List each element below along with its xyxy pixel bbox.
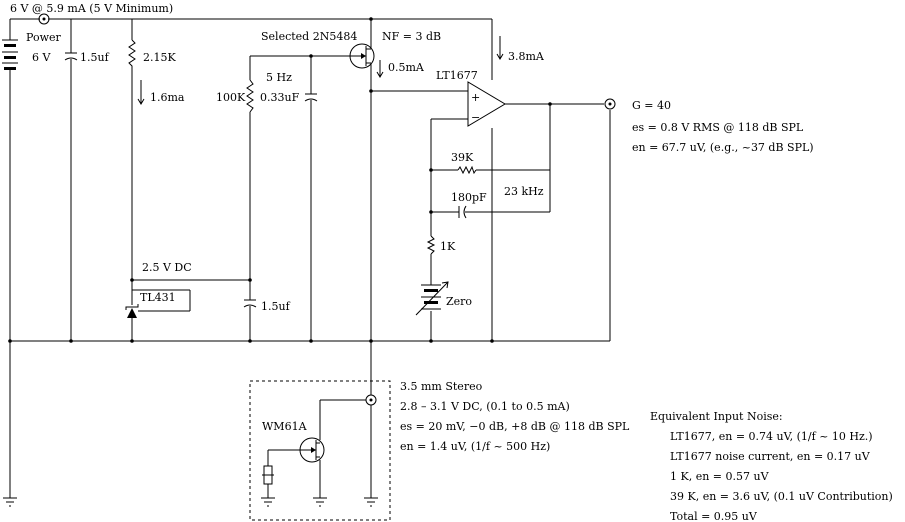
ground-symbols [3, 497, 378, 507]
noise-summary: Equivalent Input Noise: LT1677, en = 0.7… [650, 410, 893, 522]
resistor-39k-label: 39K [451, 151, 474, 164]
noise-line: LT1677, en = 0.74 uV, (1/f ~ 10 Hz.) [670, 430, 873, 443]
current-0-5ma-label: 0.5mA [388, 61, 425, 74]
cap-180pf-label: 180pF [451, 191, 487, 204]
jfet-selection-label: Selected 2N5484 [261, 30, 357, 43]
power-connector [38, 13, 50, 25]
resistor-1k [426, 235, 436, 255]
supply-label: 6 V @ 5.9 mA (5 V Minimum) [10, 2, 173, 15]
wires [9, 18, 611, 498]
zero-adjust-symbol [415, 281, 449, 316]
noise-title: Equivalent Input Noise: [650, 410, 783, 423]
mic-es-label: es = 20 mV, −0 dB, +8 dB @ 118 dB SPL [400, 420, 630, 433]
noise-line: LT1677 noise current, en = 0.17 uV [670, 450, 871, 463]
zero-adjust-label: Zero [446, 295, 472, 308]
noise-figure-label: NF = 3 dB [382, 30, 441, 43]
output-es-label: es = 0.8 V RMS @ 118 dB SPL [632, 121, 804, 134]
tl431-label: TL431 [140, 291, 176, 304]
filter-5hz-label: 5 Hz [266, 71, 292, 84]
opamp-minus-label: − [471, 111, 480, 124]
cap-1-5uf-left [64, 52, 78, 61]
noise-line: 39 K, en = 3.6 uV, (0.1 uV Contribution) [670, 490, 893, 503]
resistor-100k [246, 79, 254, 113]
power-label: Power [26, 31, 62, 44]
wm61a-label: WM61A [262, 420, 308, 433]
gain-label: G = 40 [632, 99, 671, 112]
battery-symbol [2, 39, 18, 70]
ref-voltage-label: 2.5 V DC [142, 261, 192, 274]
current-1-6ma-label: 1.6ma [150, 91, 185, 104]
jfet-2n5484 [349, 43, 375, 69]
resistor-100k-label: 100K [216, 91, 246, 104]
mic-dc-label: 2.8 – 3.1 V DC, (0.1 to 0.5 mA) [400, 400, 570, 413]
resistor-1k-label: 1K [440, 240, 456, 253]
tl431-symbol [125, 304, 139, 318]
cap-1-5uf-right [243, 299, 257, 308]
mic-module-box [249, 380, 391, 521]
current-arrows [137, 36, 504, 105]
cap-right-label: 1.5uf [261, 300, 291, 313]
cap-left-label: 1.5uf [80, 51, 110, 64]
battery-voltage-label: 6 V [32, 51, 51, 64]
mic-en-label: en = 1.4 uV, (1/f ~ 500 Hz) [400, 440, 550, 453]
opamp-lt1677 [467, 81, 506, 127]
output-connector [604, 98, 616, 110]
mic-jack-connector [365, 394, 377, 406]
resistor-2-15k [128, 39, 136, 70]
junction-dots [8, 17, 552, 343]
cap-0-33uf-label: 0.33uF [260, 91, 300, 104]
output-en-label: en = 67.7 uV, (e.g., ~37 dB SPL) [632, 141, 814, 154]
cap-0-33uf [304, 93, 318, 102]
filter-23khz-label: 23 kHz [504, 185, 544, 198]
noise-total: Total = 0.95 uV [670, 510, 758, 522]
mic-element-icon [262, 465, 274, 485]
current-3-8ma-label: 3.8mA [508, 50, 545, 63]
noise-line: 1 K, en = 0.57 uV [670, 470, 770, 483]
resistor-39k [457, 165, 477, 175]
opamp-plus-label: + [471, 91, 480, 104]
wm61a-jfet [298, 437, 325, 463]
cap-180pf [458, 205, 467, 219]
resistor-2-15k-label: 2.15K [143, 51, 176, 64]
jack-label: 3.5 mm Stereo [400, 380, 483, 393]
opamp-label: LT1677 [436, 69, 478, 82]
labels: 6 V @ 5.9 mA (5 V Minimum) Power 6 V 1.5… [10, 2, 814, 453]
